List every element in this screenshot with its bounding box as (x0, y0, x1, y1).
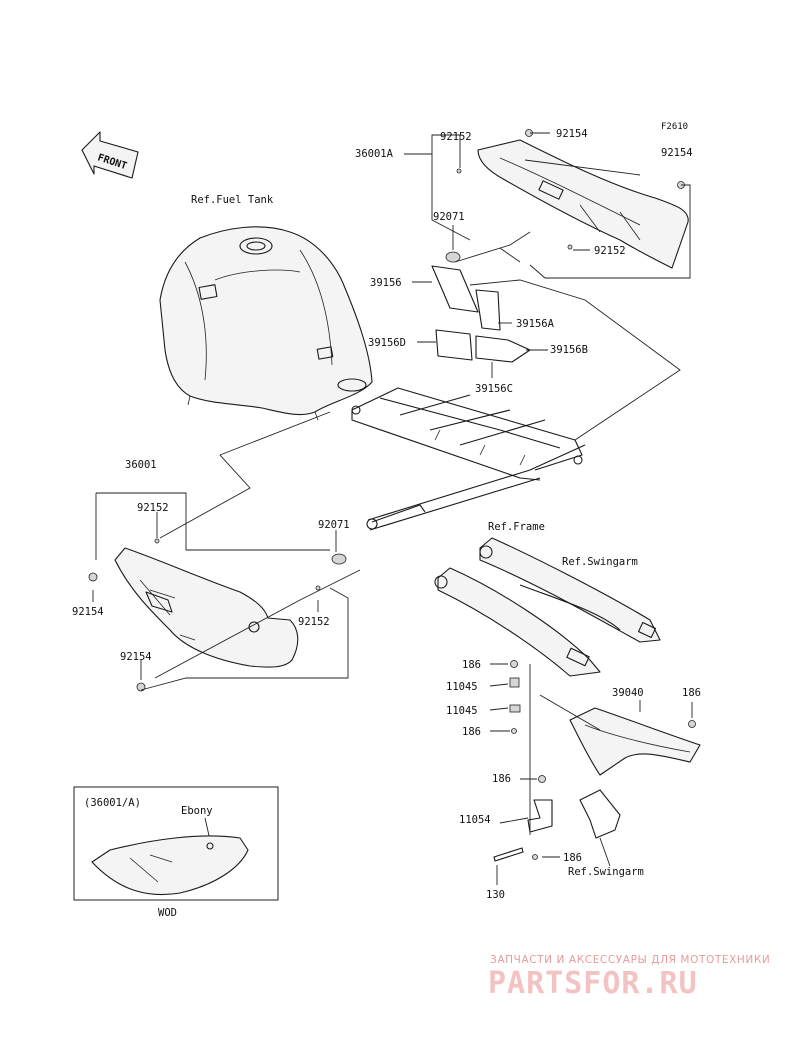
bolt-130 (493, 847, 524, 862)
part-label-92154: 92154 (661, 147, 693, 159)
seat-cover-lower-drawing (114, 547, 299, 668)
inset-cover-drawing (91, 835, 249, 896)
grommet-92152-left (154, 538, 160, 544)
part-label-92154: 92154 (556, 128, 588, 140)
part-label-92152: 92152 (137, 502, 169, 514)
ref-swingarm-upper-label: Ref.Swingarm (562, 556, 638, 568)
inset-box: (36001/A) Ebony WOD (73, 786, 279, 919)
part-label-39156B: 39156B (550, 344, 588, 356)
part-label-39156A: 39156A (516, 318, 555, 330)
ref-swingarm-lower-label: Ref.Swingarm (568, 866, 644, 878)
inset-model-code: WOD (158, 907, 177, 919)
fuel-tank-drawing (159, 226, 373, 421)
part-label-39156D: 39156D (368, 337, 406, 349)
part-label-186: 186 (682, 687, 701, 699)
swingarm-drawing (434, 537, 661, 677)
bolt-92154-bottom (136, 682, 146, 692)
part-label-186: 186 (462, 726, 481, 738)
part-label-36001A: 36001A (355, 148, 394, 160)
bolt-186-c (688, 720, 696, 728)
part-label-11045: 11045 (446, 681, 478, 693)
watermark-logo: PARTSFOR.RU (488, 966, 698, 1001)
diagram-code: F2610 (661, 122, 688, 132)
front-arrow-icon: FRONT (81, 131, 139, 179)
part-label-39156C: 39156C (475, 383, 513, 395)
bolt-186-d (538, 775, 546, 783)
bolt-186-a (510, 660, 518, 668)
part-label-11045: 11045 (446, 705, 478, 717)
bolt-186-b (511, 728, 517, 734)
inset-title: (36001/A) (84, 797, 141, 809)
bolt-186-e (532, 854, 538, 860)
part-label-92154: 92154 (72, 606, 104, 618)
part-label-92152: 92152 (594, 245, 626, 257)
part-label-92071: 92071 (433, 211, 465, 223)
part-label-39156: 39156 (370, 277, 402, 289)
ref-fuel-tank-label: Ref.Fuel Tank (191, 194, 274, 206)
part-label-92071: 92071 (318, 519, 350, 531)
frame-drawing (351, 387, 586, 531)
leader-lines (92, 132, 693, 885)
inset-color-label: Ebony (181, 805, 213, 817)
watermark-tagline: ЗАПЧАСТИ И АКСЕССУАРЫ ДЛЯ МОТОТЕХНИКИ (490, 954, 770, 966)
chain-guard-drawing (569, 707, 701, 839)
part-label-130: 130 (486, 889, 505, 901)
bolt-92154-left (88, 572, 98, 582)
damper-92071-top (445, 251, 461, 263)
damper-92071-mid (331, 553, 347, 565)
decal-set-drawing (431, 265, 531, 363)
grommet-92152-top (456, 168, 462, 174)
grommet-92152-right (567, 244, 573, 250)
seat-cover-upper-drawing (477, 139, 689, 269)
grommet-92152-mid (315, 585, 321, 591)
clamp-11045-a (509, 677, 520, 688)
part-label-92152: 92152 (440, 131, 472, 143)
part-label-92152: 92152 (298, 616, 330, 628)
ref-frame-label: Ref.Frame (488, 521, 545, 533)
part-label-186: 186 (462, 659, 481, 671)
part-label-11054: 11054 (459, 814, 491, 826)
part-label-186: 186 (492, 773, 511, 785)
part-label-92154: 92154 (120, 651, 152, 663)
part-label-36001: 36001 (125, 459, 157, 471)
clamp-11045-b (509, 704, 521, 713)
part-label-186: 186 (563, 852, 582, 864)
bracket-11054 (527, 799, 553, 833)
part-label-39040: 39040 (612, 687, 644, 699)
